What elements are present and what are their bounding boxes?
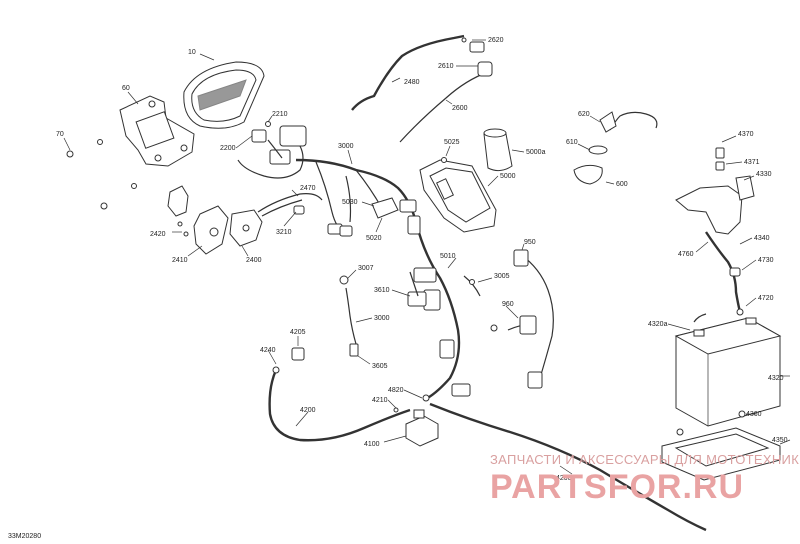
label-2610: 2610 <box>438 63 454 70</box>
label-60: 60 <box>122 85 130 92</box>
part-cluster-bracket[interactable] <box>119 91 195 167</box>
label-2410: 2410 <box>172 257 188 264</box>
label-3000-lower: 3000 <box>374 315 390 322</box>
part-battery-bracket[interactable] <box>675 135 755 235</box>
label-4210: 4210 <box>372 397 388 404</box>
label-4360: 4360 <box>746 411 762 418</box>
label-3210: 3210 <box>276 229 292 236</box>
part-battery-tray[interactable] <box>661 410 791 481</box>
part-antenna-cable[interactable] <box>351 34 493 143</box>
part-connector-2200[interactable] <box>235 115 307 179</box>
part-harness-950[interactable] <box>490 243 554 389</box>
label-600: 600 <box>616 181 628 188</box>
label-4720: 4720 <box>758 295 774 302</box>
label-4320a: 4320a <box>648 321 668 328</box>
part-canister[interactable] <box>483 128 525 172</box>
label-2400: 2400 <box>246 257 262 264</box>
part-ecu[interactable] <box>419 145 499 233</box>
label-5030: 5030 <box>342 199 358 206</box>
label-4240: 4240 <box>260 347 276 354</box>
watermark-tagline: ЗАПЧАСТИ И АКСЕССУАРЫ ДЛЯ МОТОТЕХНИКИ <box>490 452 800 467</box>
label-5000: 5000 <box>500 173 516 180</box>
part-switch-housing[interactable] <box>167 185 263 257</box>
label-4760: 4760 <box>678 251 694 258</box>
part-screws[interactable] <box>63 137 137 210</box>
part-ground-cable[interactable] <box>267 336 707 532</box>
watermark-logo: PARTSFOR.RU <box>490 468 744 506</box>
label-4100: 4100 <box>364 441 380 448</box>
part-relay[interactable] <box>383 389 439 447</box>
label-2420: 2420 <box>150 231 166 238</box>
label-2200: 2200 <box>220 145 236 152</box>
label-3605: 3605 <box>372 363 388 370</box>
label-620: 620 <box>578 111 590 118</box>
part-battery-cable[interactable] <box>695 231 757 316</box>
label-4320: 4320 <box>768 375 784 382</box>
watermark: ЗАПЧАСТИ И АКСЕССУАРЫ ДЛЯ МОТОТЕХНИКИ PA… <box>490 452 800 506</box>
label-5000a: 5000a <box>526 149 546 156</box>
label-2210: 2210 <box>272 111 288 118</box>
label-4340: 4340 <box>754 235 770 242</box>
label-5020: 5020 <box>366 235 382 242</box>
label-4370: 4370 <box>738 131 754 138</box>
part-harness-3000[interactable] <box>339 257 493 365</box>
label-5025: 5025 <box>444 139 460 146</box>
label-950: 950 <box>524 239 536 246</box>
label-2620: 2620 <box>488 37 504 44</box>
label-2470: 2470 <box>300 185 316 192</box>
part-instrument-cluster[interactable] <box>183 53 265 129</box>
label-4371: 4371 <box>744 159 760 166</box>
label-4730: 4730 <box>758 257 774 264</box>
part-battery[interactable] <box>667 313 790 427</box>
label-4330: 4330 <box>756 171 772 178</box>
part-harness-2470[interactable] <box>257 189 323 227</box>
label-3005: 3005 <box>494 273 510 280</box>
label-5010: 5010 <box>440 253 456 260</box>
label-3610: 3610 <box>374 287 390 294</box>
part-sensor-5020[interactable] <box>361 197 399 233</box>
part-main-harness[interactable] <box>295 149 471 402</box>
label-3000-upper: 3000 <box>338 143 354 150</box>
label-3007: 3007 <box>358 265 374 272</box>
diagram-reference-number: 33M20280 <box>8 533 41 540</box>
part-number-labels: 10 60 70 2210 2200 2470 2420 2410 2400 3… <box>56 37 788 482</box>
label-4350: 4350 <box>772 437 788 444</box>
part-key-switch[interactable] <box>573 111 658 185</box>
label-4200-left: 4200 <box>300 407 316 414</box>
label-960: 960 <box>502 301 514 308</box>
label-10: 10 <box>188 49 196 56</box>
label-610: 610 <box>566 139 578 146</box>
label-4205: 4205 <box>290 329 306 336</box>
label-2480: 2480 <box>404 79 420 86</box>
label-2600: 2600 <box>452 105 468 112</box>
label-4200-right: 4200 <box>556 475 572 482</box>
label-4820: 4820 <box>388 387 404 394</box>
label-70: 70 <box>56 131 64 138</box>
